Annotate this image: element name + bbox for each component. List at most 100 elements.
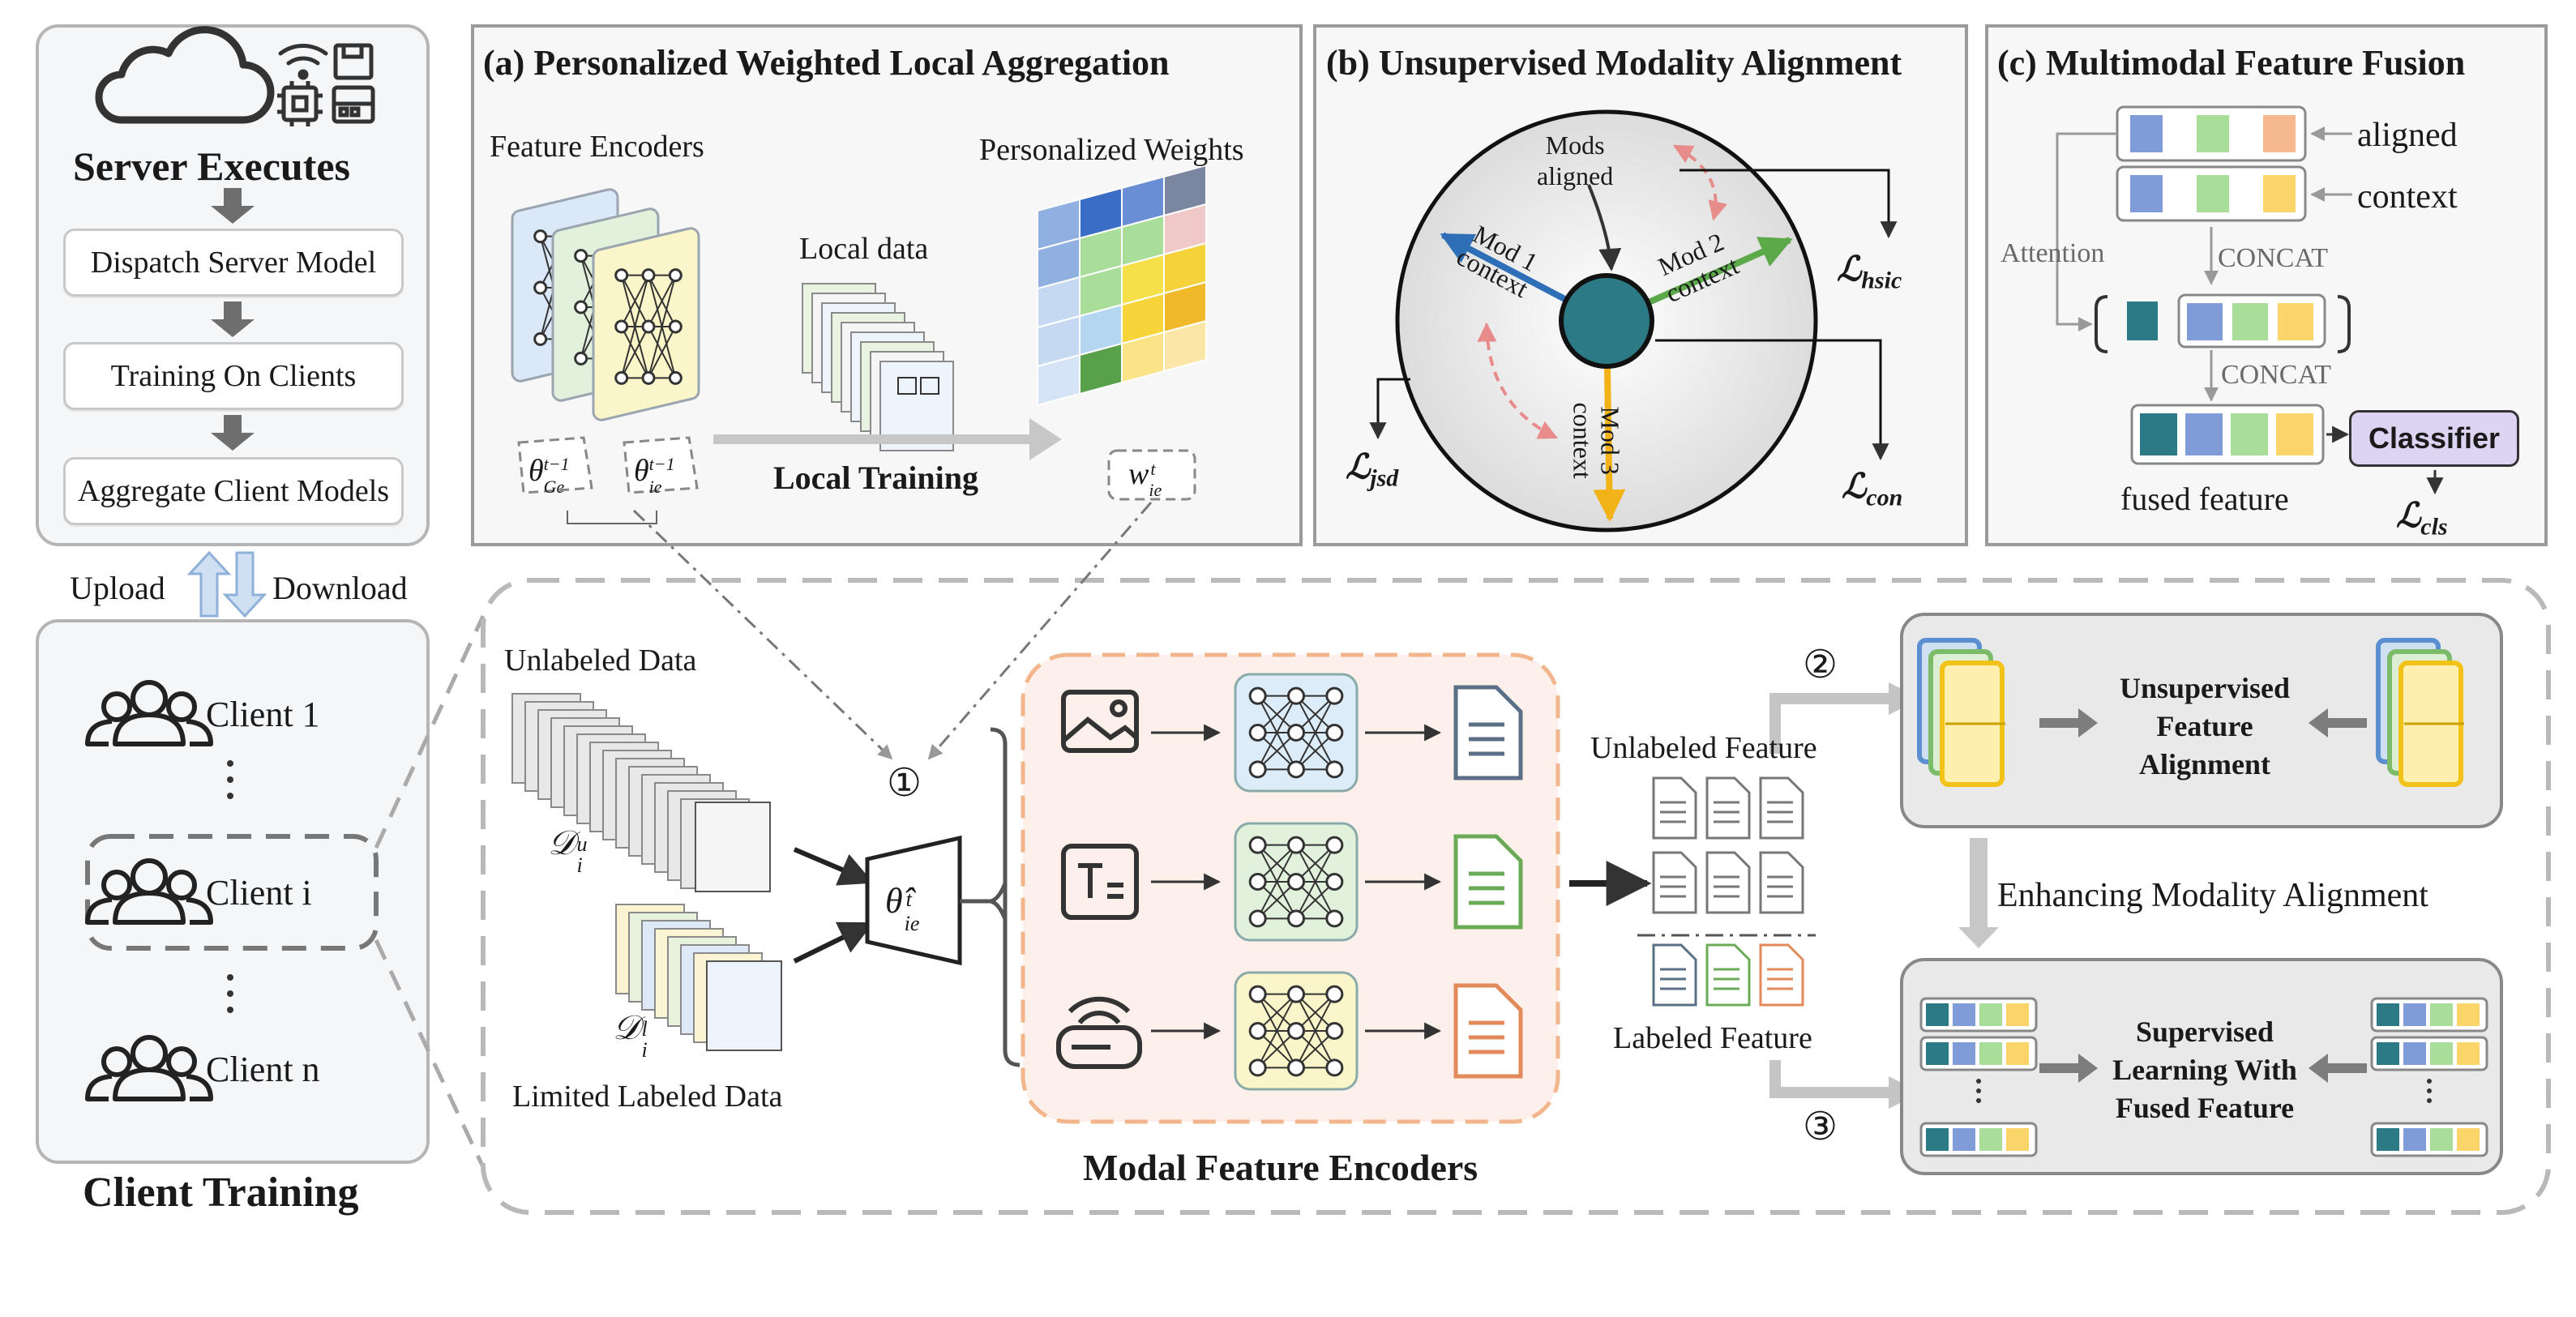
network-node (668, 268, 683, 283)
fusion-graphics (2056, 105, 2444, 495)
feature-doc-icon (1453, 834, 1523, 930)
network-node (1248, 985, 1267, 1003)
network-node (1286, 909, 1306, 928)
feature-doc (1652, 851, 1697, 914)
fused-feature-bar (2130, 404, 2325, 465)
alignment-disk (1369, 109, 1898, 532)
feature-doc (1652, 776, 1697, 840)
chip-icon (277, 81, 323, 126)
feature-encoders-stack (511, 188, 700, 421)
slff-box (1900, 958, 2503, 1175)
ufa-stacks (1917, 638, 2464, 787)
mods-aligned-label: Mods aligned (1537, 130, 1614, 191)
personalized-weights-label: Personalized Weights (979, 133, 1244, 167)
weight-cell (1163, 319, 1207, 373)
network-node (1248, 872, 1267, 892)
client-i-label: Client i (206, 873, 312, 913)
modal-encoder-net (1234, 822, 1359, 942)
loss-jsd-label: ℒjsd (1346, 449, 1399, 492)
personalized-weights-grid (1037, 164, 1207, 407)
zoom-connectors (374, 614, 486, 1169)
network-node (1248, 836, 1267, 854)
enhancing-label: Enhancing Modality Alignment (1997, 877, 2428, 914)
feature-docs-grid (1652, 776, 1804, 1007)
context-bar (2116, 165, 2307, 222)
network-node (641, 370, 656, 385)
local-data-stack (802, 283, 954, 451)
mod3-label: Mod 3 context (1568, 402, 1625, 479)
feature-doc-icon (1453, 983, 1523, 1079)
ufa-box (1900, 613, 2503, 828)
network-node (574, 351, 588, 366)
panel-c-frame (1985, 24, 2548, 546)
feature-stack (1917, 638, 2005, 787)
fused-feature-label: fused feature (2120, 481, 2289, 517)
feature-doc (1759, 943, 1804, 1007)
feature-doc-icon (1453, 685, 1523, 780)
client-training-area (481, 578, 2551, 1215)
network-node (1286, 1021, 1306, 1041)
local-training-arrow (713, 418, 1062, 460)
loss-cls-label: ℒcls (2396, 498, 2448, 541)
network-node (1286, 1058, 1306, 1077)
shared-encoder-trapezoid (865, 835, 962, 966)
unlabeled-data-stack (511, 693, 771, 892)
users-icon (85, 1035, 213, 1101)
network-node (1325, 723, 1344, 742)
network-node (1286, 686, 1306, 705)
network-node (533, 280, 548, 295)
client-training-title: Client Training (83, 1169, 359, 1216)
loss-con-label: ℒcon (1842, 468, 1903, 511)
panel-a-title: (a) Personalized Weighted Local Aggregat… (483, 43, 1170, 83)
limited-labeled-data-label: Limited Labeled Data (512, 1080, 783, 1114)
local-data-label: Local data (799, 232, 929, 266)
network-node (1325, 909, 1344, 928)
feature-stack (2376, 638, 2464, 787)
feature-doc (1705, 776, 1751, 840)
encoder-layer (592, 227, 700, 421)
network-node (574, 249, 588, 263)
theta-bracket (567, 511, 657, 524)
network-node (1325, 760, 1344, 779)
modal-feature-encoders-title: Modal Feature Encoders (1083, 1147, 1478, 1188)
network-node (614, 268, 629, 283)
slff-bars (1919, 997, 2488, 1157)
wifi-icon (278, 44, 328, 80)
modal-encoder-rows (1056, 673, 1523, 1091)
network-node (1325, 686, 1344, 705)
feature-doc (1759, 851, 1804, 914)
upload-label: Upload (70, 570, 165, 606)
network-node (668, 319, 683, 334)
slff-label: Supervised Learning With Fused Feature (2112, 1016, 2297, 1124)
network-node (1325, 985, 1344, 1003)
client-1-label: Client 1 (206, 695, 320, 734)
network-node (1286, 723, 1306, 742)
fused-bar (1919, 997, 2038, 1033)
network-node (641, 319, 656, 334)
labeled-data-stack (615, 904, 782, 1051)
upload-download-arrows (186, 550, 267, 618)
theta-to-step1-line (632, 509, 893, 760)
users-icon (85, 858, 213, 925)
unlabeled-data-label: Unlabeled Data (504, 644, 697, 678)
panel-b-title: (b) Unsupervised Modality Alignment (1326, 43, 1902, 83)
network-node (1248, 1021, 1267, 1041)
dispatch-server-model-step: Dispatch Server Model (63, 229, 404, 297)
panel-c-title: (c) Multimodal Feature Fusion (1997, 43, 2466, 83)
image-icon (1061, 690, 1139, 753)
text-icon (1061, 844, 1139, 920)
concat-label-1: CONCAT (2218, 243, 2329, 273)
unlabeled-feature-label: Unlabeled Feature (1590, 731, 1817, 765)
network-node (614, 319, 629, 334)
network-node (1248, 760, 1267, 779)
feature-doc (1705, 943, 1751, 1007)
modal-encoder-net (1234, 971, 1359, 1091)
context-label: context (2357, 178, 2458, 216)
network-node (1286, 985, 1306, 1003)
sensor-icon (1056, 996, 1142, 1069)
